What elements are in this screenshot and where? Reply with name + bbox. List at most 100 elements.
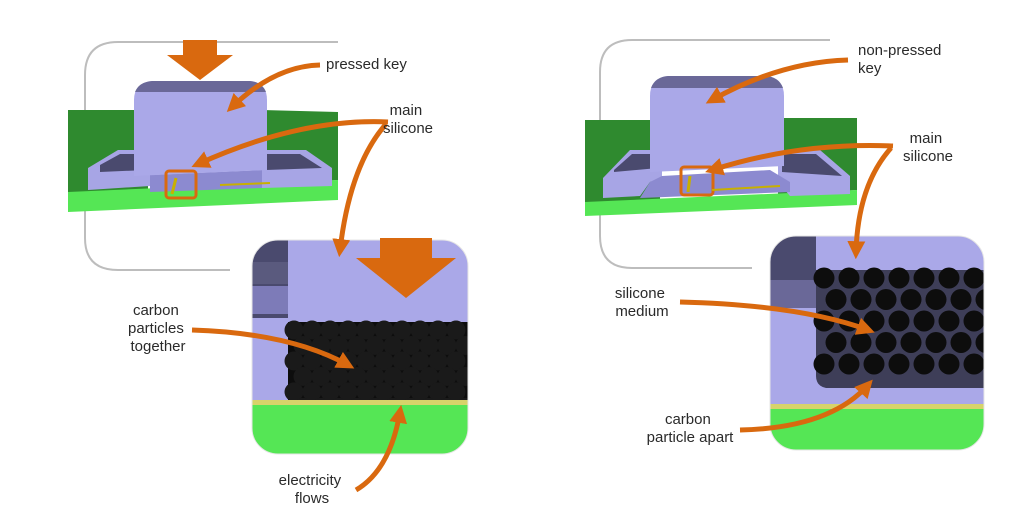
carbon-particle [293, 366, 313, 386]
carbon-particle [875, 332, 897, 353]
carbon-particle [374, 351, 394, 371]
label-silicone-medium: silicone medium [615, 285, 669, 320]
carbon-particle [963, 267, 984, 289]
carbon-particle [401, 335, 421, 355]
carbon-particle [888, 353, 910, 375]
arrow-carbon-apart [739, 379, 873, 433]
label-carbon-apart: carbon particle apart [647, 411, 735, 446]
left-board-section [68, 81, 338, 212]
carbon-particle [356, 351, 376, 371]
right-zoom-inset [770, 236, 984, 450]
carbon-particle [374, 320, 394, 340]
carbon-particle [320, 382, 340, 402]
carbon-particle [950, 289, 972, 310]
carbon-particle [925, 332, 947, 353]
carbon-particle [863, 267, 885, 289]
carbon-particle [850, 332, 872, 353]
label-main-silicone-right: main silicone [903, 130, 953, 165]
carbon-particle [428, 351, 448, 371]
carbon-particle [888, 310, 910, 332]
left-press-arrow-inset [356, 238, 456, 298]
carbon-particle [900, 289, 922, 310]
carbon-particle [888, 267, 910, 289]
carbon-particle [311, 366, 331, 386]
right-contact-highlight [679, 165, 715, 197]
carbon-particle [320, 320, 340, 340]
carbon-particle [383, 366, 403, 386]
carbon-particle [938, 310, 960, 332]
left-zoom-inset [252, 240, 468, 454]
carbon-particle [825, 332, 847, 353]
carbon-particle [825, 289, 847, 310]
carbon-particle [875, 289, 897, 310]
carbon-particle [410, 320, 430, 340]
arrow-main-silicone-left-b [332, 122, 388, 258]
carbon-particle [347, 366, 367, 386]
carbon-particle [446, 320, 466, 340]
carbon-particle [302, 320, 322, 340]
carbon-particle [455, 335, 468, 355]
carbon-particle [302, 382, 322, 402]
carbon-particle [813, 267, 835, 289]
label-main-silicone-left: main silicone [383, 102, 433, 137]
label-non-pressed-key: non-pressed key [858, 42, 946, 77]
carbon-particle [963, 353, 984, 375]
carbon-particle [913, 310, 935, 332]
carbon-particle [356, 382, 376, 402]
carbon-particle [410, 382, 430, 402]
carbon-particle [392, 382, 412, 402]
arrow-silicone-medium [679, 299, 875, 335]
carbon-particle [284, 351, 304, 371]
carbon-particle [401, 366, 421, 386]
left-panel: pressed key main silicone carbon particl… [68, 40, 469, 507]
carbon-particle [338, 382, 358, 402]
carbon-particle [428, 320, 448, 340]
carbon-particle [950, 332, 972, 353]
carbon-particle [850, 289, 872, 310]
carbon-particle [329, 366, 349, 386]
left-press-arrow-top [167, 40, 233, 80]
carbon-particle [419, 366, 439, 386]
carbon-particle [446, 382, 466, 402]
left-contact-highlight [164, 169, 198, 200]
carbon-particle [284, 382, 304, 402]
right-key-cap [650, 76, 784, 172]
carbon-particle [963, 310, 984, 332]
arrow-carbon-together [191, 327, 355, 369]
right-panel: non-pressed key main silicone silicone m… [585, 39, 985, 451]
carbon-particle [838, 267, 860, 289]
carbon-particle [455, 366, 468, 386]
carbon-particle [813, 353, 835, 375]
carbon-particle [437, 366, 457, 386]
label-pressed-key: pressed key [326, 56, 407, 73]
carbon-particle [410, 351, 430, 371]
carbon-particle [329, 335, 349, 355]
arrow-electricity-flows [354, 404, 408, 493]
carbon-particle [938, 267, 960, 289]
arrow-main-silicone-right-a [705, 143, 894, 176]
carbon-particle [356, 320, 376, 340]
carbon-particle [347, 335, 367, 355]
label-carbon-together: carbon particles together [128, 302, 188, 355]
carbon-particle [913, 267, 935, 289]
right-board-section [585, 76, 857, 216]
carbon-particle [428, 382, 448, 402]
carbon-particle [392, 351, 412, 371]
carbon-particle [284, 320, 304, 340]
carbon-particle [913, 353, 935, 375]
carbon-particle [925, 289, 947, 310]
carbon-particle [383, 335, 403, 355]
arrow-main-silicone-right-b [847, 146, 893, 260]
carbon-particle [365, 366, 385, 386]
carbon-particle [302, 351, 322, 371]
carbon-particle [446, 351, 466, 371]
carbon-particle [338, 320, 358, 340]
carbon-particle [938, 353, 960, 375]
label-electricity-flows: electricity flows [279, 472, 346, 507]
carbon-particle [863, 353, 885, 375]
arrow-main-silicone-left-a [191, 119, 389, 168]
carbon-particle [374, 382, 394, 402]
arrow-pressed-key [226, 62, 321, 112]
carbon-particle [900, 332, 922, 353]
